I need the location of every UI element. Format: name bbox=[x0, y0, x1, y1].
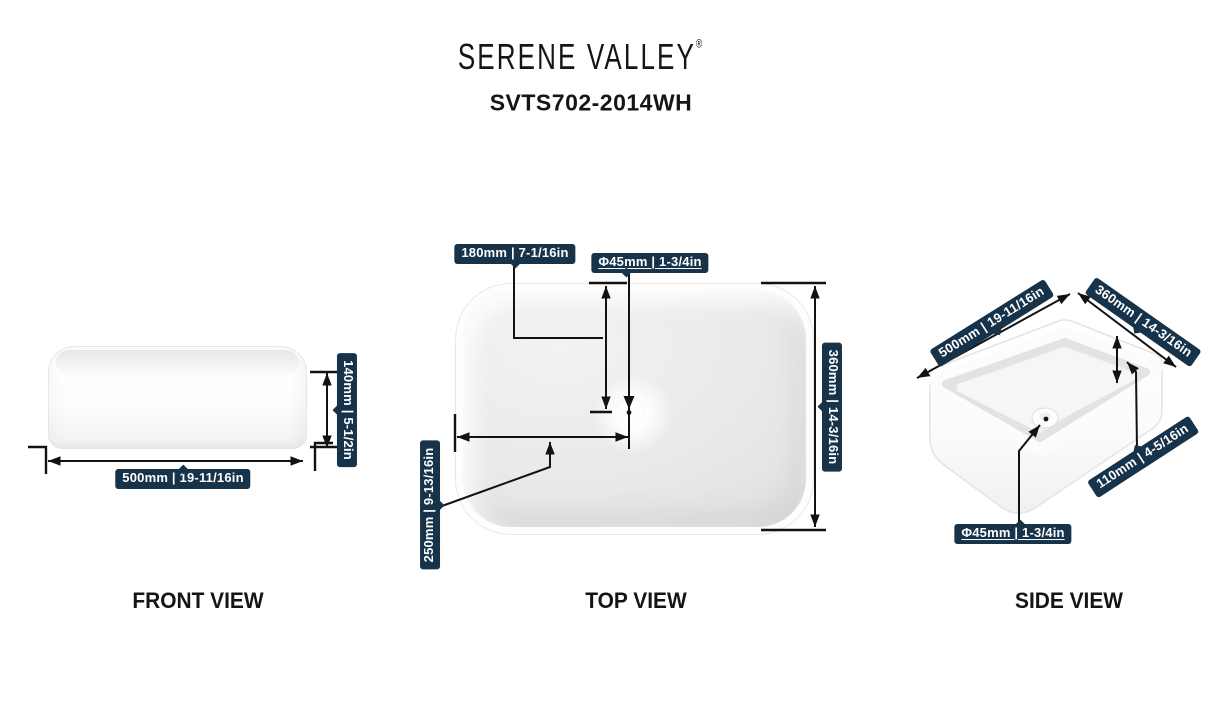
side-view-label: SIDE VIEW bbox=[1014, 588, 1124, 613]
top-view-label: TOP VIEW bbox=[585, 588, 687, 613]
front-width-bracket-right bbox=[313, 441, 333, 471]
badge-pointer bbox=[992, 326, 1002, 336]
front-width-bracket-left bbox=[28, 445, 48, 474]
model-number: SVTS702-2014WH bbox=[489, 89, 693, 116]
side-drain-inner bbox=[1039, 412, 1051, 421]
front-sink-rim bbox=[56, 350, 299, 377]
top-drain-diameter-badge: Φ45mm | 1-3/4in bbox=[591, 253, 709, 278]
top-drain-offset-vertical-badge: 180mm | 7-1/16in bbox=[454, 244, 576, 269]
front-height-badge: 140mm | 5-1/2in bbox=[332, 353, 357, 467]
brand-text: SERENE VALLEY bbox=[457, 35, 696, 78]
front-view-sink bbox=[48, 346, 307, 449]
badge-pointer bbox=[1133, 325, 1142, 334]
drain-hole bbox=[615, 397, 645, 427]
top-depth-badge: 360mm | 14-3/16in bbox=[817, 342, 842, 472]
registered-mark: ® bbox=[695, 38, 703, 52]
front-view-label: FRONT VIEW bbox=[132, 588, 264, 613]
front-width-badge: 500mm | 19-11/16in bbox=[115, 464, 251, 489]
side-drain-diameter-badge: Φ45mm | 1-3/4in bbox=[954, 519, 1072, 544]
top-drain-offset-horizontal-badge: 250mm | 9-13/16in bbox=[420, 440, 445, 570]
brand-logo: SERENE VALLEY® bbox=[458, 36, 702, 78]
